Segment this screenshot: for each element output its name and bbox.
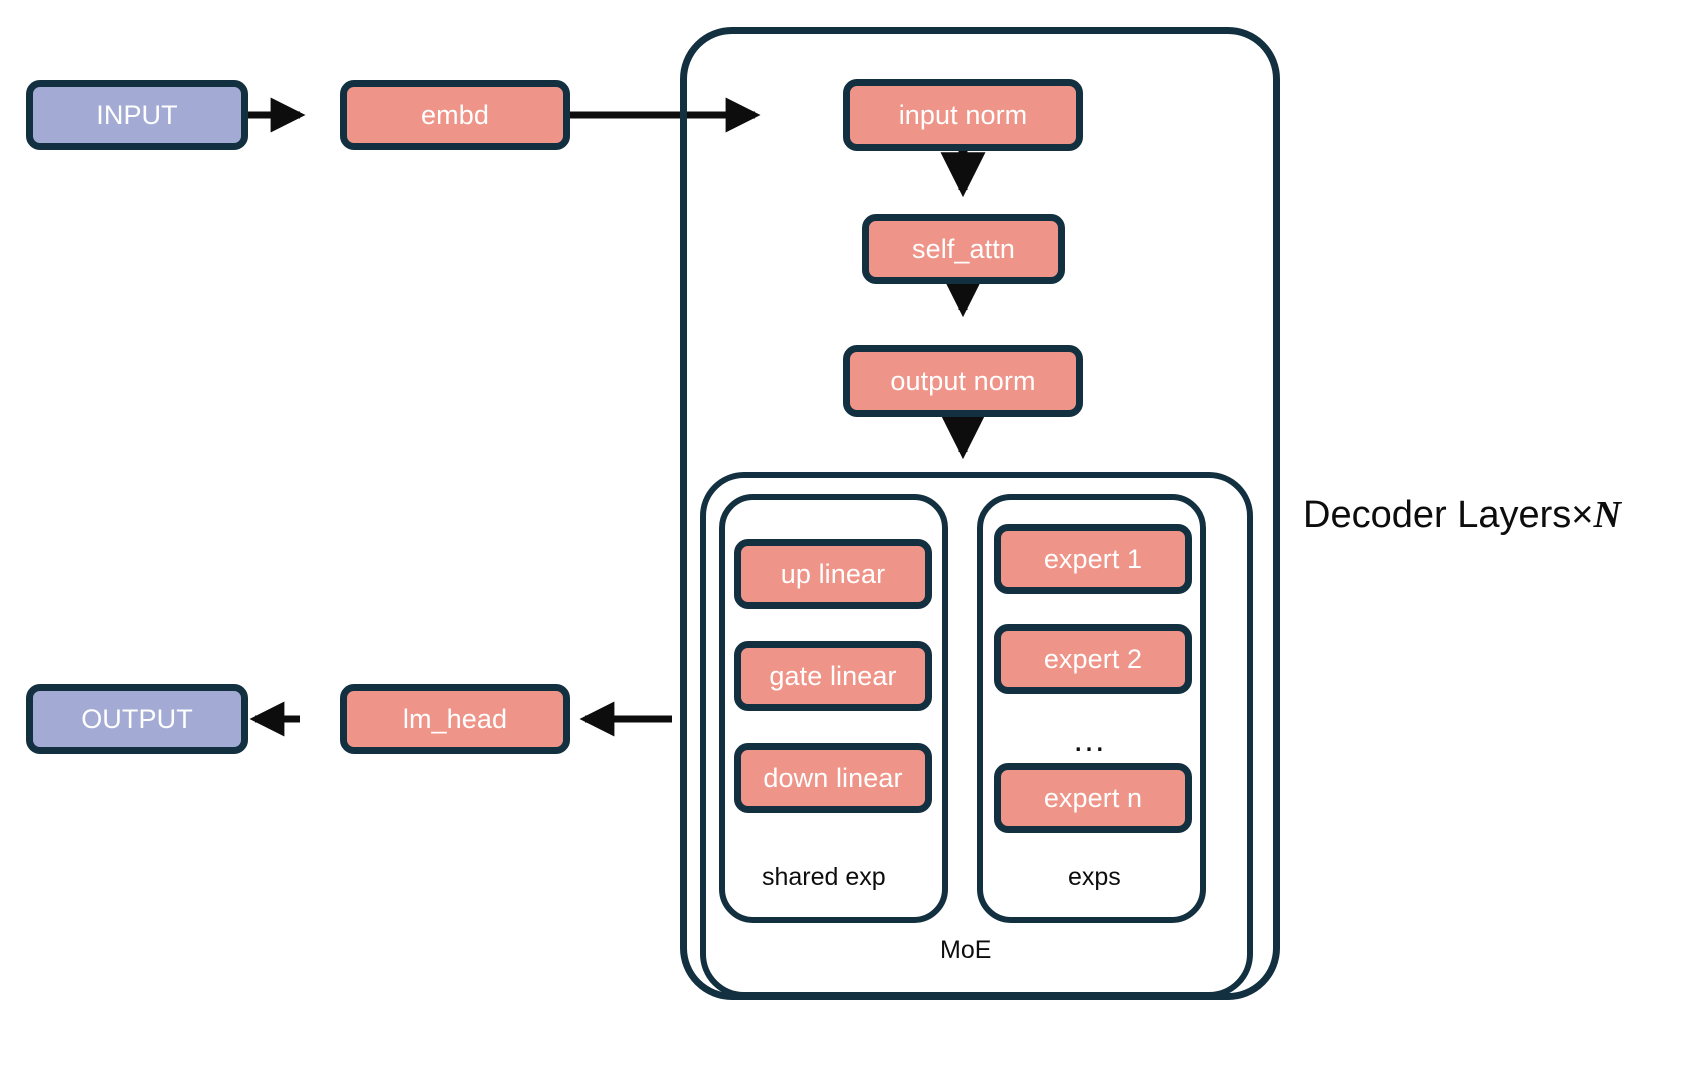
node-down-linear[interactable]: down linear [734,743,932,813]
moe-caption: MoE [940,936,992,964]
node-up-linear[interactable]: up linear [734,539,932,609]
node-expert-2-label: expert 2 [1043,643,1143,674]
shared-exp-caption: shared exp [762,863,886,891]
node-input[interactable]: INPUT [26,80,248,150]
node-embd[interactable]: embd [340,80,570,150]
node-gate-linear-label: gate linear [769,660,897,691]
node-expert-1-label: expert 1 [1043,543,1143,574]
node-expert-2[interactable]: expert 2 [994,624,1192,694]
node-embd-label: embd [421,99,489,130]
exps-caption: exps [1068,863,1121,891]
node-output-norm[interactable]: output norm [843,345,1083,417]
node-up-linear-label: up linear [780,558,886,589]
node-output-norm-label: output norm [890,365,1036,396]
node-input-norm-label: input norm [898,99,1028,130]
decoder-layers-label-text: Decoder Layers× [1303,494,1594,536]
decoder-layers-count-var: N [1593,494,1621,536]
node-input-norm[interactable]: input norm [843,79,1083,151]
node-lm-head[interactable]: lm_head [340,684,570,754]
node-expert-1[interactable]: expert 1 [994,524,1192,594]
node-output[interactable]: OUTPUT [26,684,248,754]
node-expert-n-label: expert n [1043,782,1143,813]
node-expert-n[interactable]: expert n [994,763,1192,833]
node-self-attn-label: self_attn [912,233,1015,264]
exps-group [977,494,1206,923]
experts-ellipsis: … [1072,721,1108,759]
node-self-attn[interactable]: self_attn [862,214,1065,284]
decoder-layers-label: Decoder Layers×N [1303,496,1621,534]
node-lm-head-label: lm_head [402,703,508,734]
node-gate-linear[interactable]: gate linear [734,641,932,711]
moe-container [700,472,1253,998]
node-output-label: OUTPUT [81,703,193,734]
node-down-linear-label: down linear [763,762,903,793]
shared-exp-group [719,494,948,923]
node-input-label: INPUT [96,99,178,130]
